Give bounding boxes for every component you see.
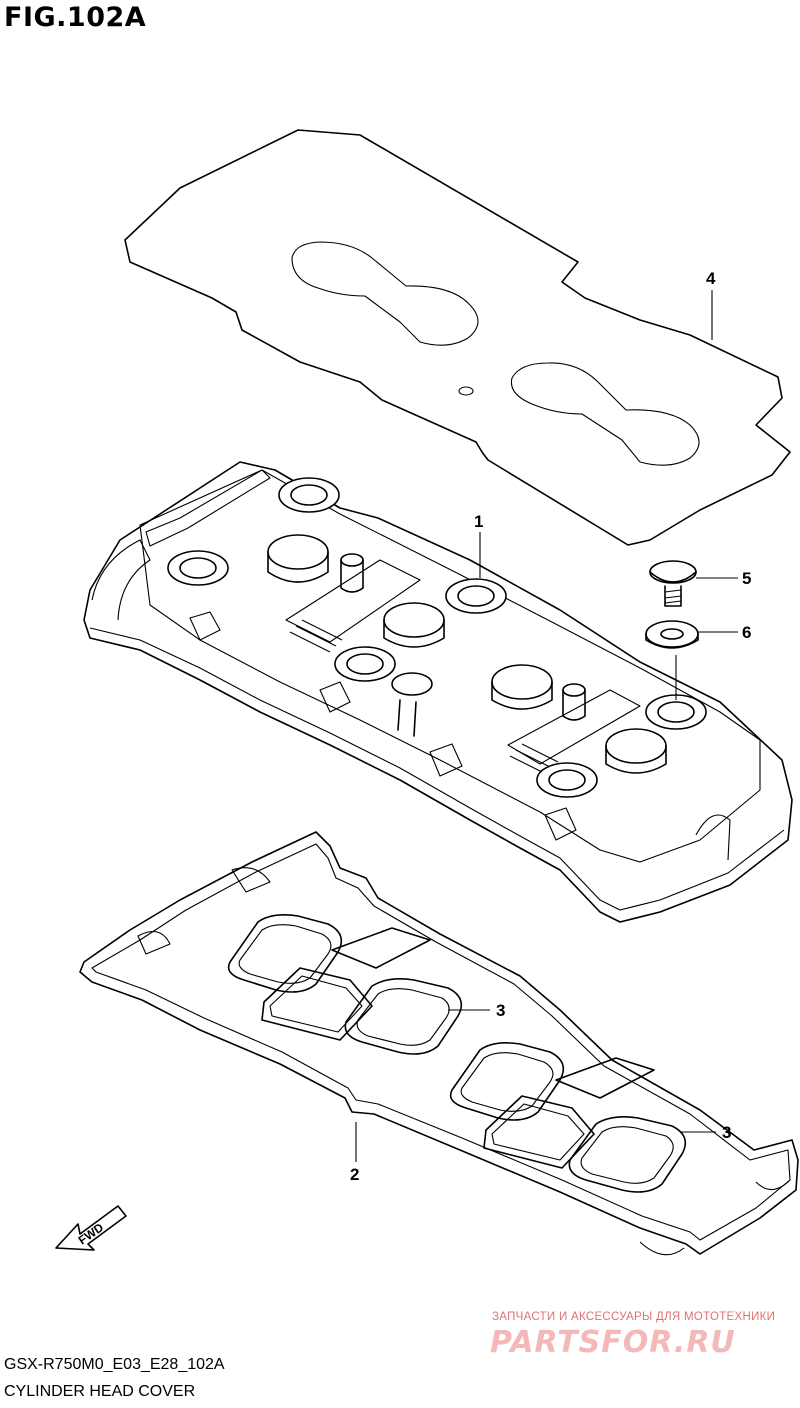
part-5-bolt	[649, 560, 697, 607]
part-1-cylinder-head-cover	[83, 461, 793, 923]
callout-1: 1	[474, 512, 483, 531]
leader-lines	[355, 290, 738, 1162]
callout-5: 5	[742, 569, 751, 588]
callout-2: 2	[350, 1165, 359, 1184]
callout-6: 6	[742, 623, 751, 642]
model-code: GSX-R750M0_E03_E28_102A	[4, 1356, 225, 1373]
part-4-gasket-sheet	[124, 129, 791, 546]
callout-3-lower: 3	[722, 1123, 731, 1142]
figure-caption: CYLINDER HEAD COVER	[4, 1383, 196, 1400]
part-3-seal-set-b	[449, 1042, 687, 1193]
watermark-tagline: ЗАПЧАСТИ И АКСЕССУАРЫ ДЛЯ МОТОТЕХНИКИ	[492, 1311, 776, 1323]
part-3-seal-set-a	[227, 914, 463, 1055]
watermark-logo: PARTSFOR.RU	[490, 1325, 736, 1360]
figure-title: FIG.102A	[4, 2, 147, 33]
part-6-washer	[645, 620, 699, 649]
forward-arrow-icon: FWD	[55, 1205, 127, 1251]
callout-4: 4	[706, 269, 716, 288]
callout-3-upper: 3	[496, 1001, 505, 1020]
part-2-cover-gasket	[79, 831, 799, 1256]
